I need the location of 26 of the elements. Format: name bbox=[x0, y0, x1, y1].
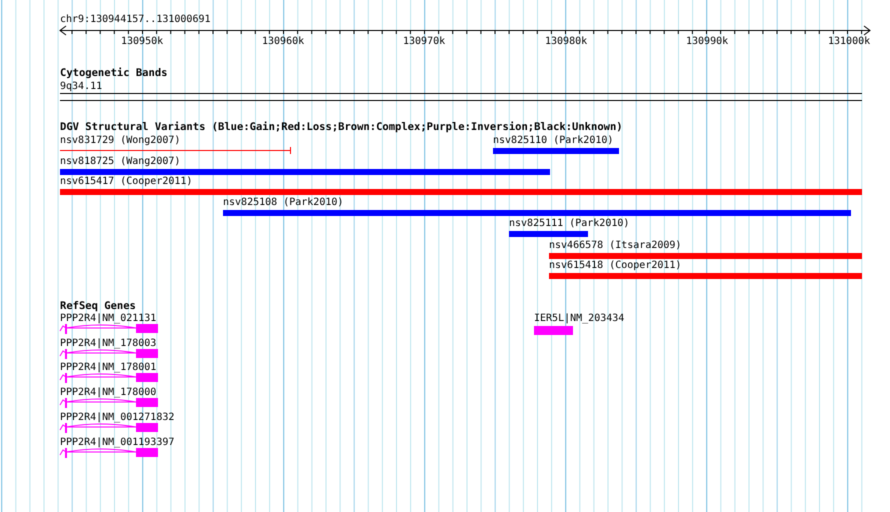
feature-label: PPP2R4|NM_021131 bbox=[60, 313, 156, 324]
axis-tick-label: 130960k bbox=[262, 36, 304, 47]
feature-label: nsv466578 (Itsara2009) bbox=[549, 240, 682, 251]
coordinate-range-label: chr9:130944157..131000691 bbox=[60, 14, 211, 25]
feature-label: PPP2R4|NM_178001 bbox=[60, 362, 156, 373]
feature-label: nsv831729 (Wong2007) bbox=[60, 135, 180, 146]
axis-tick-label: 131000k bbox=[828, 36, 870, 47]
axis-tick-label: 130980k bbox=[545, 36, 588, 47]
cytoband-label: 9q34.11 bbox=[60, 81, 102, 92]
track-title: Cytogenetic Bands bbox=[60, 68, 168, 79]
feature-label: PPP2R4|NM_001271832 bbox=[60, 412, 174, 423]
feature-label: IER5L|NM_203434 bbox=[534, 313, 624, 324]
track-title: RefSeq Genes bbox=[60, 301, 136, 312]
axis-tick-label: 130950k bbox=[121, 36, 164, 47]
feature-label: nsv615417 (Cooper2011) bbox=[60, 176, 192, 187]
axis-tick-label: 130990k bbox=[686, 36, 728, 47]
track-title: DGV Structural Variants (Blue:Gain;Red:Loss;Brown:Complex;Purple:Inversion;Black:Unknown) bbox=[60, 122, 623, 133]
feature-label: nsv825110 (Park2010) bbox=[493, 135, 614, 146]
feature-label: PPP2R4|NM_178003 bbox=[60, 338, 156, 349]
feature-label: nsv818725 (Wang2007) bbox=[60, 156, 180, 167]
axis-tick-label: 130970k bbox=[403, 36, 446, 47]
feature-label: PPP2R4|NM_178000 bbox=[60, 387, 156, 398]
feature-label: nsv825108 (Park2010) bbox=[223, 197, 344, 208]
feature-label: nsv825111 (Park2010) bbox=[509, 218, 630, 229]
feature-label: PPP2R4|NM_001193397 bbox=[60, 437, 174, 448]
feature-label: nsv615418 (Cooper2011) bbox=[549, 260, 682, 271]
